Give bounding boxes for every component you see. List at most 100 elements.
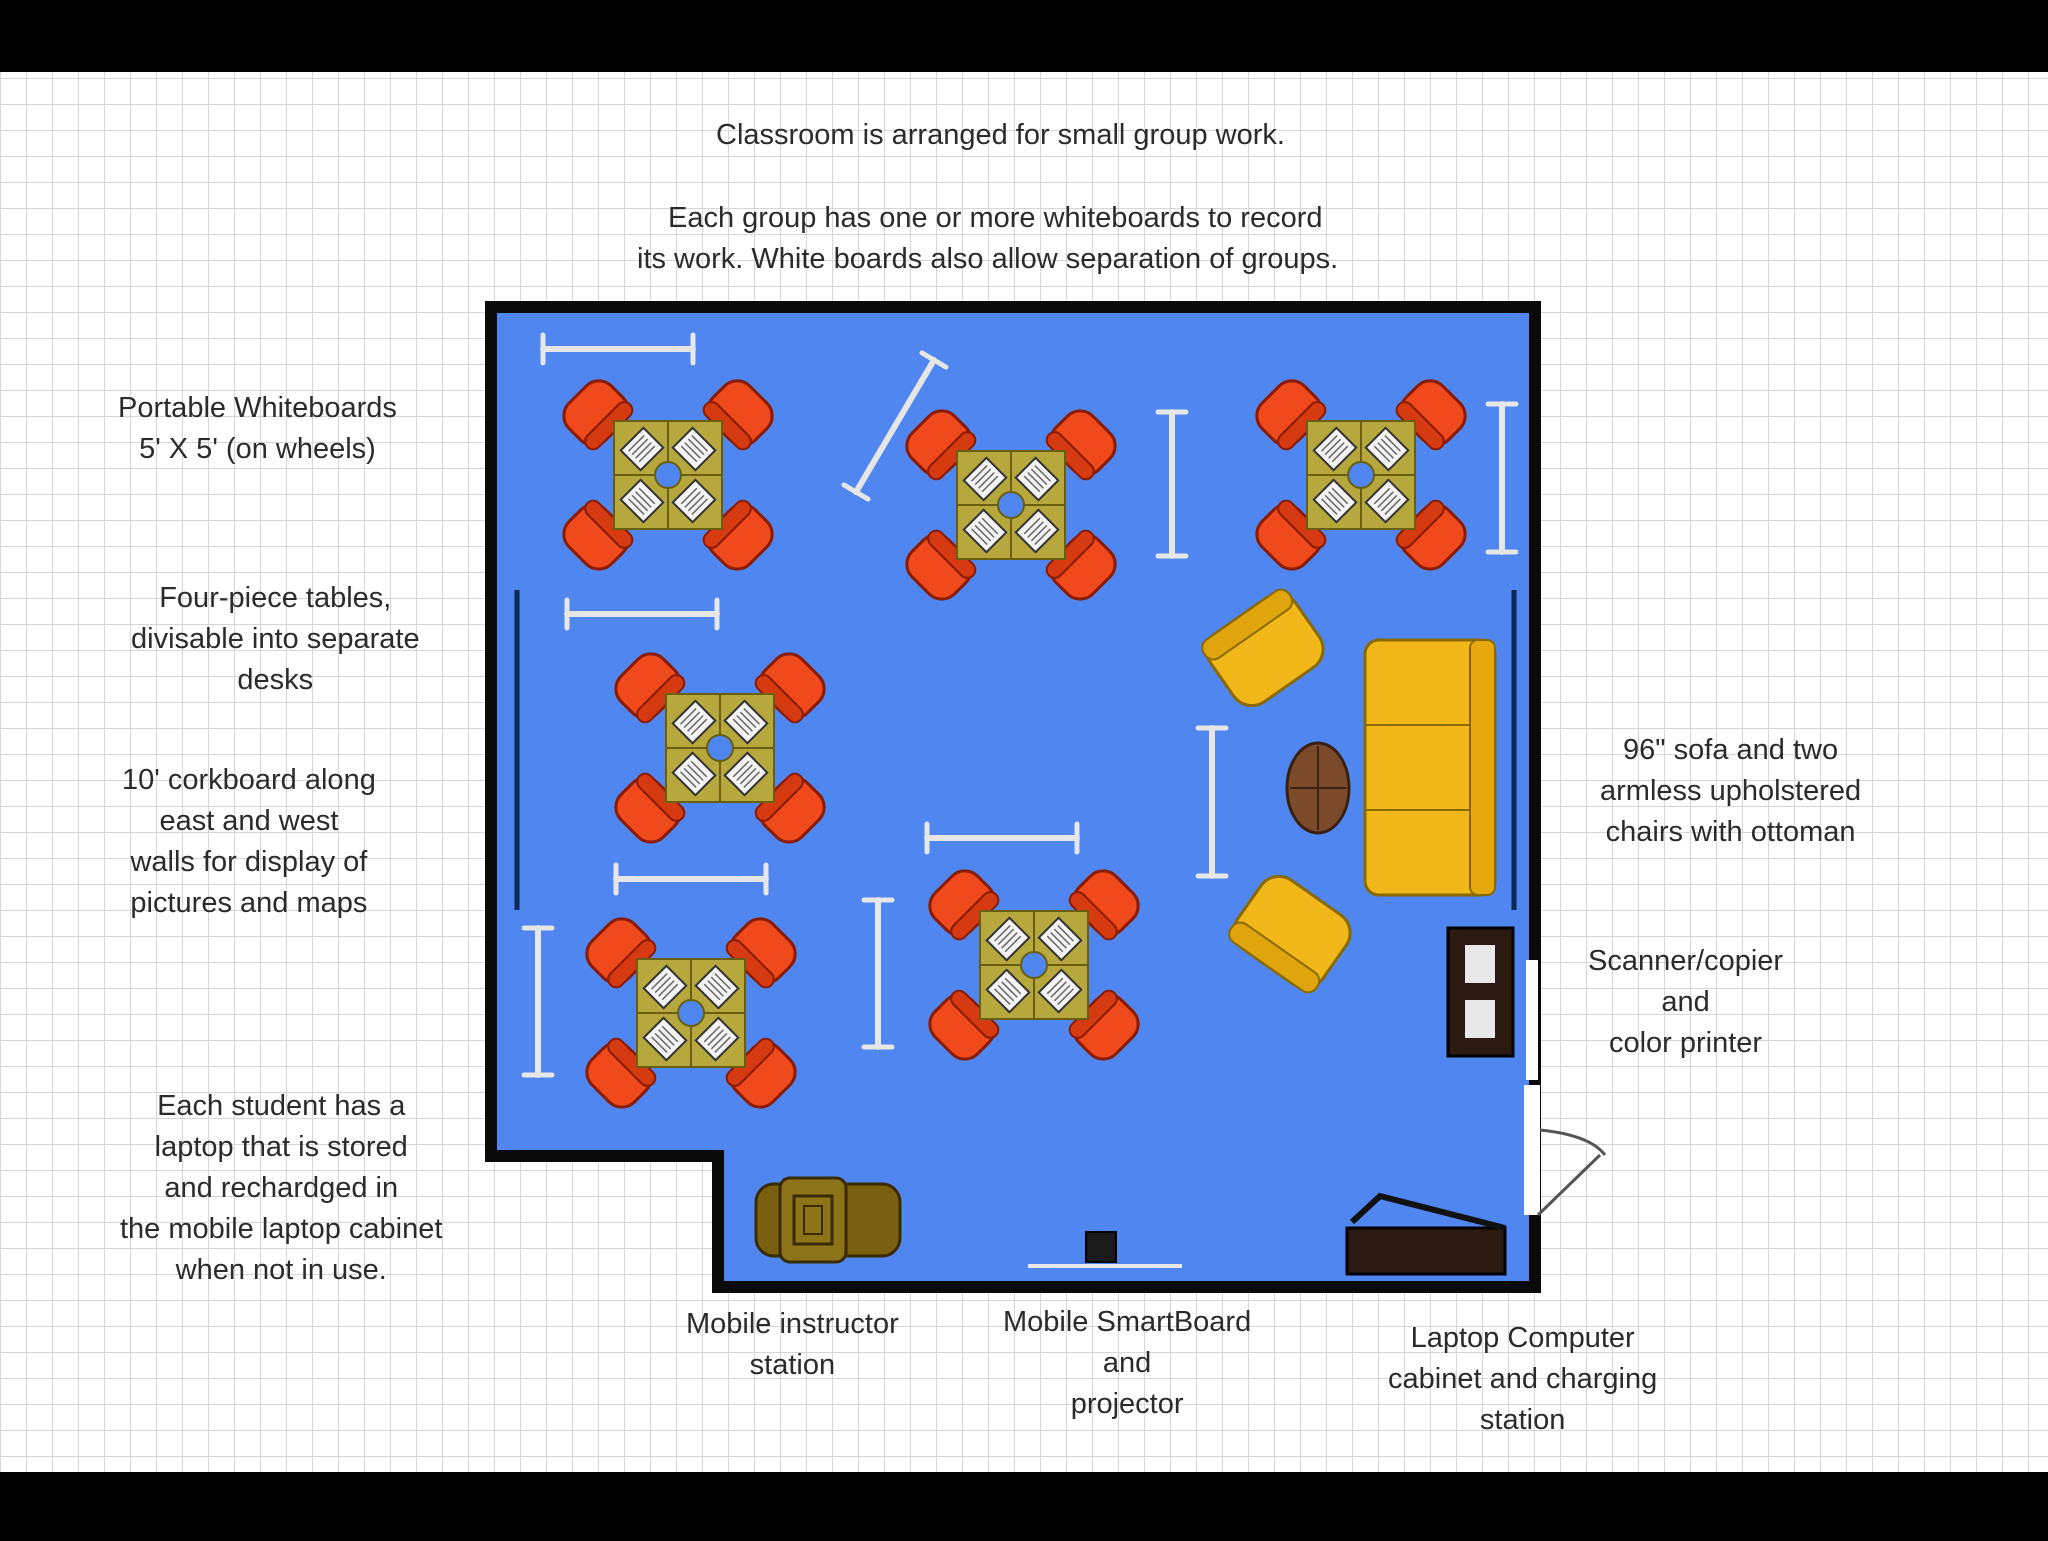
student-chair [725, 917, 797, 989]
label-line: pictures and maps [130, 887, 368, 919]
label-line: Four-piece tables, [159, 582, 392, 614]
student-chair [754, 772, 826, 844]
table-group [905, 409, 1117, 601]
table-center-hole [677, 999, 705, 1027]
laptop-icon [694, 964, 740, 1010]
instructor-station [754, 1176, 902, 1264]
laptop-icon [1014, 456, 1060, 502]
laptop-icon [723, 699, 769, 745]
student-chair [562, 499, 634, 571]
label-instructor-station: Mobile instructor station [686, 1304, 899, 1386]
student-chair [928, 989, 1000, 1061]
laptop-icon [962, 508, 1008, 554]
table-center-hole [654, 461, 682, 489]
student-chair [702, 379, 774, 451]
laptop-icon [671, 426, 717, 472]
label-line: divisable into separate [131, 623, 420, 655]
student-chair [1045, 409, 1117, 481]
label-line: laptop that is stored [154, 1131, 408, 1163]
table-group [928, 869, 1140, 1061]
caption-whiteboards-record: Each group has one or more whiteboards t… [668, 202, 1323, 234]
label-line: desks [237, 664, 314, 696]
label-line: walls for display of [130, 846, 368, 878]
label-portable-whiteboards: Portable Whiteboards 5' X 5' (on wheels) [118, 388, 397, 470]
table-group [585, 917, 797, 1109]
table-group [1255, 379, 1467, 571]
whiteboard [861, 897, 895, 1050]
laptop-icon [671, 751, 717, 797]
label-line: and rechardged in [164, 1172, 399, 1204]
armchair-south [1228, 874, 1352, 994]
laptop-icon [1037, 968, 1083, 1014]
door-opening [1524, 1085, 1540, 1215]
label-line: station [749, 1349, 836, 1381]
laptop-icon [1037, 916, 1083, 962]
student-chair [614, 772, 686, 844]
label-line: the mobile laptop cabinet [120, 1213, 443, 1245]
whiteboard [613, 862, 769, 896]
ottoman [1285, 741, 1351, 835]
label-line: 96" sofa and two [1623, 734, 1839, 766]
laptop-icon [671, 699, 717, 745]
laptop-icon [1312, 426, 1358, 472]
whiteboard [1195, 725, 1229, 879]
label-line: Scanner/copier [1588, 945, 1784, 977]
whiteboard [1155, 409, 1189, 559]
label-smartboard: Mobile SmartBoard and projector [1003, 1302, 1251, 1425]
laptop-icon [619, 426, 665, 472]
laptop-icon [619, 478, 665, 524]
student-chair [1255, 499, 1327, 571]
whiteboard [540, 332, 696, 366]
laptop-icon [642, 964, 688, 1010]
label-laptop-cabinet: Laptop Computer cabinet and charging sta… [1388, 1318, 1657, 1441]
label-line: cabinet and charging [1388, 1363, 1658, 1395]
laptop-icon [985, 916, 1031, 962]
label-line: projector [1070, 1388, 1184, 1420]
label-scanner-printer: Scanner/copier and color printer [1588, 941, 1783, 1064]
laptop-cabinet [1345, 1192, 1507, 1276]
laptop-icon [1364, 478, 1410, 524]
label-line: Each student has a [157, 1090, 406, 1122]
table-group [562, 379, 774, 571]
whiteboard [564, 597, 720, 631]
whiteboard [841, 350, 949, 502]
table-center-hole [1020, 951, 1048, 979]
door-swing [1536, 1128, 1607, 1217]
student-chair [905, 529, 977, 601]
laptop-icon [694, 1016, 740, 1062]
label-line: and [1661, 986, 1710, 1018]
label-line: Mobile SmartBoard [1003, 1306, 1252, 1338]
laptop-icon [642, 1016, 688, 1062]
label-line: Mobile instructor [686, 1308, 899, 1340]
label-corkboard: 10' corkboard along east and west walls … [122, 760, 376, 924]
caption-whiteboards-separation: its work. White boards also allow separa… [637, 243, 1339, 275]
smartboard-projector [1028, 1231, 1182, 1268]
label-line: 5' X 5' (on wheels) [139, 433, 376, 465]
label-four-piece-tables: Four-piece tables, divisable into separa… [131, 578, 420, 701]
label-line: color printer [1608, 1027, 1763, 1059]
whiteboard [1485, 401, 1519, 555]
label-student-laptops: Each student has a laptop that is stored… [120, 1086, 442, 1291]
laptop-icon [723, 751, 769, 797]
student-chair [905, 409, 977, 481]
label-line: and [1102, 1347, 1152, 1379]
label-line: east and west [159, 805, 339, 837]
table-group [614, 652, 826, 844]
caption-group-work: Classroom is arranged for small group wo… [716, 119, 1285, 151]
laptop-icon [1014, 508, 1060, 554]
label-line: when not in use. [175, 1254, 387, 1286]
student-chair [614, 652, 686, 724]
label-sofa-chairs: 96" sofa and two armless upholstered cha… [1600, 730, 1861, 853]
label-line: Portable Whiteboards [118, 392, 397, 424]
label-line: Laptop Computer [1410, 1322, 1635, 1354]
label-line: station [1479, 1404, 1566, 1436]
label-line: chairs with ottoman [1605, 816, 1856, 848]
student-chair [754, 652, 826, 724]
label-line: 10' corkboard along [122, 764, 376, 796]
laptop-icon [985, 968, 1031, 1014]
student-chair [562, 379, 634, 451]
laptop-icon [962, 456, 1008, 502]
laptop-icon [671, 478, 717, 524]
